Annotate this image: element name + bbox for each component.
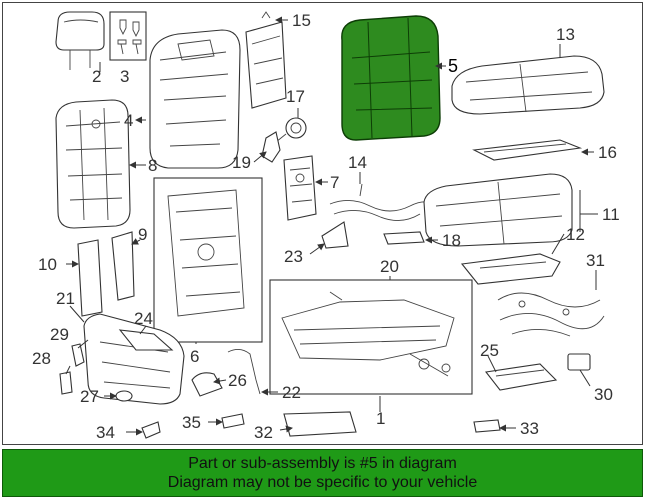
part-wiring-31[interactable] (497, 292, 605, 337)
callout-3: 3 (120, 67, 129, 86)
callout-34: 34 (96, 423, 115, 442)
part-20-adjuster-box (269, 279, 473, 395)
part-headrest[interactable] (55, 11, 105, 70)
part-recliner[interactable] (283, 155, 317, 221)
callout-30: 30 (594, 385, 613, 404)
callout-24: 24 (134, 309, 153, 328)
part-27[interactable] (115, 390, 133, 402)
part-32[interactable] (283, 411, 357, 437)
callout-4: 4 (124, 111, 133, 130)
part-34[interactable] (141, 421, 161, 439)
callout-23: 23 (284, 247, 303, 266)
callout-15: 15 (292, 11, 311, 30)
part-seat-cushion[interactable] (451, 55, 605, 115)
callout-2: 2 (92, 67, 101, 86)
callout-32: 32 (254, 423, 273, 442)
part-trim-24[interactable] (118, 329, 174, 351)
callout-10: 10 (38, 255, 57, 274)
part-motor-25[interactable] (484, 363, 558, 391)
part-seatback-frame[interactable] (55, 99, 131, 229)
part-35[interactable] (221, 413, 245, 429)
part-lumbar-motor[interactable] (275, 117, 307, 143)
part-cushion-pad[interactable] (423, 173, 573, 247)
callout-12: 12 (566, 225, 585, 244)
callout-20: 20 (380, 257, 399, 276)
part-module-30[interactable] (567, 353, 591, 371)
callout-17: 17 (286, 87, 305, 106)
diagram-frame (2, 2, 643, 445)
callout-29: 29 (50, 325, 69, 344)
callout-35: 35 (182, 413, 201, 432)
callout-27: 27 (80, 387, 99, 406)
banner-line-1: Part or sub-assembly is #5 in diagram (188, 455, 457, 472)
callout-16: 16 (598, 143, 617, 162)
callout-19: 19 (232, 153, 251, 172)
part-outer-trim-21[interactable] (83, 313, 185, 405)
part-5-seatback-cushion[interactable] (341, 15, 441, 141)
callout-8: 8 (148, 156, 157, 175)
part-28[interactable] (59, 371, 73, 395)
callout-14: 14 (348, 153, 367, 172)
part-cushion-cover-12[interactable] (460, 253, 561, 285)
callout-26: 26 (228, 371, 247, 390)
part-back-panel[interactable] (245, 11, 287, 109)
callout-9: 9 (138, 225, 147, 244)
part-side-panel-9[interactable] (111, 231, 135, 301)
callout-22: 22 (282, 383, 301, 402)
part-switch-18[interactable] (383, 231, 425, 245)
part-6-group-box (153, 177, 263, 343)
part-side-trim-10[interactable] (77, 239, 103, 317)
part-bolts[interactable] (109, 11, 147, 61)
callout-1: 1 (376, 409, 385, 428)
part-33[interactable] (473, 419, 501, 433)
callout-25: 25 (480, 341, 499, 360)
callout-21: 21 (56, 289, 75, 308)
leader-lines (65, 16, 598, 436)
callout-5: 5 (448, 56, 458, 76)
info-banner: Part or sub-assembly is #5 in diagram Di… (2, 449, 643, 497)
callout-28: 28 (32, 349, 51, 368)
part-26[interactable] (191, 372, 223, 397)
callout-31: 31 (586, 251, 605, 270)
part-bracket-23[interactable] (321, 221, 349, 249)
callout-13: 13 (556, 25, 575, 44)
callout-18: 18 (442, 231, 461, 250)
part-22[interactable] (227, 349, 261, 395)
part-seatback-shell[interactable] (149, 29, 241, 169)
callout-33: 33 (520, 419, 539, 438)
part-bracket-19[interactable] (261, 131, 281, 163)
part-heater-pad[interactable] (472, 139, 583, 161)
banner-line-2: Diagram may not be specific to your vehi… (167, 474, 478, 491)
callout-6: 6 (190, 347, 199, 366)
callout-11: 11 (602, 205, 620, 224)
part-29[interactable] (71, 343, 85, 367)
callout-labels: 2 3 4 15 5 13 8 17 16 19 7 14 11 18 23 1… (32, 11, 620, 442)
callout-7: 7 (330, 173, 339, 192)
